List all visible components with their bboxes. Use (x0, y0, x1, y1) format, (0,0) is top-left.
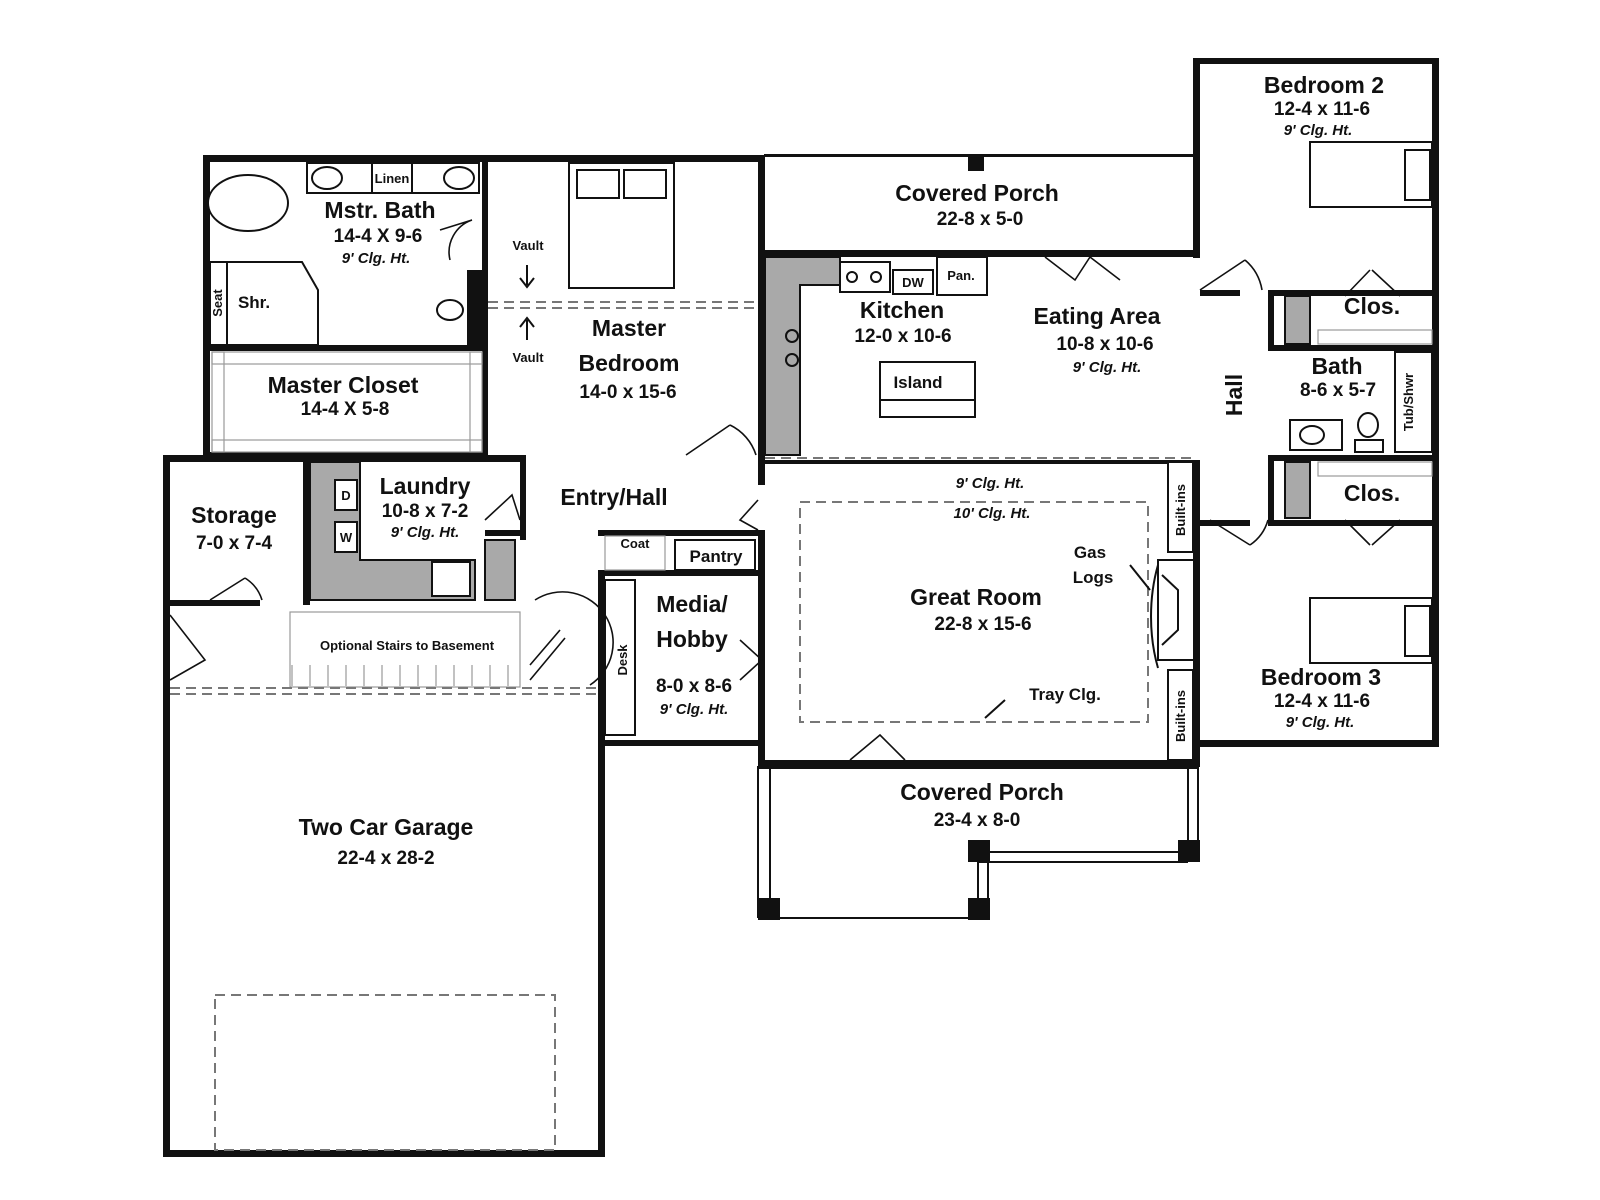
gas-label: Gas (1074, 543, 1106, 562)
storage-name: Storage (191, 502, 277, 528)
master-bedroom-dims: 14-0 x 15-6 (579, 382, 676, 403)
dryer-label: D (341, 488, 350, 503)
bedroom3-ceiling: 9' Clg. Ht. (1286, 714, 1355, 731)
eating-area-ceiling: 9' Clg. Ht. (1073, 359, 1142, 376)
walls (163, 58, 1439, 1157)
master-bath-ceiling: 9' Clg. Ht. (342, 250, 411, 267)
media-dims: 8-0 x 8-6 (656, 676, 732, 697)
kitchen-dims: 12-0 x 10-6 (854, 326, 951, 347)
master-bed (488, 162, 758, 456)
master-bedroom-name-1: Master (592, 315, 666, 341)
logs-label: Logs (1073, 568, 1114, 587)
great-room-dims: 22-8 x 15-6 (934, 614, 1031, 635)
closet-upper-name: Clos. (1344, 293, 1400, 319)
island-label: Island (893, 373, 942, 392)
bath-dims: 8-6 x 5-7 (1300, 380, 1376, 401)
rear-porch-name: Covered Porch (895, 180, 1059, 206)
stairs-label: Optional Stairs to Basement (320, 638, 495, 653)
shower-label: Shr. (238, 293, 270, 312)
garage-name: Two Car Garage (299, 814, 474, 840)
coat-label: Coat (621, 536, 651, 551)
eating-area-dims: 10-8 x 10-6 (1056, 334, 1153, 355)
front-porch-name: Covered Porch (900, 779, 1064, 805)
entry-hall-name: Entry/Hall (560, 484, 667, 510)
great-room-ceiling-9: 9' Clg. Ht. (956, 475, 1025, 492)
great-room-ceiling-10: 10' Clg. Ht. (954, 505, 1031, 522)
linen-label: Linen (375, 171, 410, 186)
washer-label: W (340, 530, 353, 545)
bedroom2-ceiling: 9' Clg. Ht. (1284, 122, 1353, 139)
media-name-2: Hobby (656, 626, 728, 652)
tub-label: Tub/Shwr (1401, 373, 1416, 431)
eating-area-name: Eating Area (1034, 303, 1161, 329)
laundry-dims: 10-8 x 7-2 (382, 501, 469, 522)
builtins-bottom-label: Built-ins (1173, 690, 1188, 742)
media-ceiling: 9' Clg. Ht. (660, 701, 729, 718)
laundry-ceiling: 9' Clg. Ht. (391, 524, 460, 541)
kitchen-name: Kitchen (860, 297, 944, 323)
hall-name: Hall (1221, 374, 1247, 416)
pan-label: Pan. (947, 268, 974, 283)
right-wing-fixtures (1199, 141, 1433, 664)
master-closet-name: Master Closet (268, 372, 419, 398)
builtins-top-label: Built-ins (1173, 484, 1188, 536)
master-bedroom-name-2: Bedroom (579, 350, 680, 376)
seat-label: Seat (210, 289, 225, 317)
media-name-1: Media/ (656, 591, 728, 617)
storage-dims: 7-0 x 7-4 (196, 533, 272, 554)
media-desk (604, 579, 764, 736)
vault-top-label: Vault (512, 238, 544, 253)
bedroom2-name: Bedroom 2 (1264, 72, 1384, 98)
room-labels: Mstr. Bath 14-4 X 9-6 9' Clg. Ht. Linen … (191, 72, 1416, 869)
laundry-name: Laundry (380, 473, 471, 499)
bath-name: Bath (1311, 353, 1362, 379)
laundry-fixtures (209, 461, 759, 601)
master-closet-dims: 14-4 X 5-8 (301, 399, 390, 420)
master-bath-fixtures (207, 162, 480, 346)
rear-porch-dims: 22-8 x 5-0 (937, 209, 1024, 230)
front-porch-dims: 23-4 x 8-0 (934, 810, 1021, 831)
great-room-name: Great Room (910, 584, 1042, 610)
dishwasher-label: DW (902, 275, 924, 290)
bedroom3-name: Bedroom 3 (1261, 664, 1381, 690)
vault-bottom-label: Vault (512, 350, 544, 365)
bedroom3-dims: 12-4 x 11-6 (1274, 691, 1370, 712)
kitchen-counters (764, 255, 1193, 459)
master-bath-dims: 14-4 X 9-6 (334, 226, 423, 247)
garage-dims: 22-4 x 28-2 (337, 848, 434, 869)
pantry-label: Pantry (690, 547, 743, 566)
garage-door-outline (214, 994, 556, 1151)
porches (757, 155, 1200, 920)
desk-label: Desk (615, 644, 630, 676)
tray-ceiling-label: Tray Clg. (1029, 685, 1101, 704)
master-bath-name: Mstr. Bath (324, 197, 435, 223)
bedroom2-dims: 12-4 x 11-6 (1274, 99, 1370, 120)
great-room-fixtures (799, 461, 1194, 761)
closet-lower-name: Clos. (1344, 480, 1400, 506)
master-closet-hatch (211, 351, 483, 453)
